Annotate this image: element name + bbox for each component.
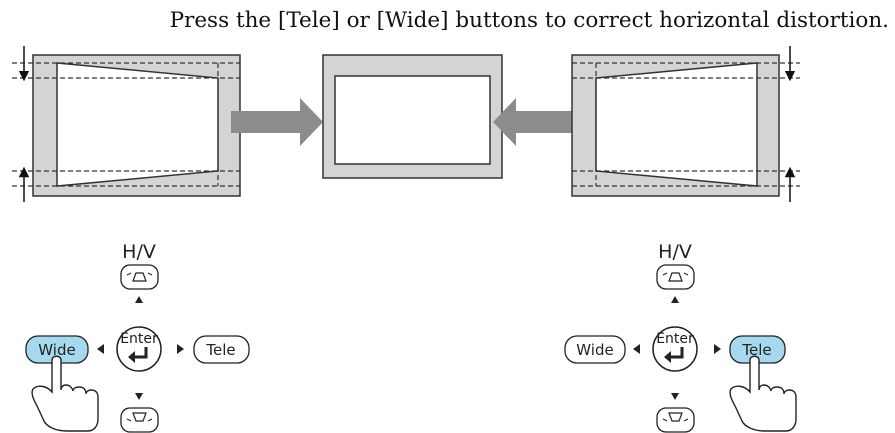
instruction-text: Press the [Tele] or [Wide] buttons to co… bbox=[169, 8, 889, 33]
right-distorted-screen bbox=[571, 46, 800, 202]
svg-text:Enter: Enter bbox=[656, 331, 694, 347]
right-arrow-icon bbox=[714, 344, 721, 354]
pressing-hand-icon bbox=[729, 355, 797, 432]
down-arrow-icon bbox=[671, 393, 679, 400]
left-distorted-screen bbox=[12, 46, 241, 202]
up-arrow-icon bbox=[671, 296, 679, 303]
pressing-hand-icon bbox=[31, 355, 99, 432]
svg-text:Tele: Tele bbox=[741, 341, 771, 359]
up-arrow-icon bbox=[135, 296, 143, 303]
arrow-right-icon bbox=[231, 98, 323, 146]
wide-button[interactable]: Wide bbox=[25, 335, 89, 364]
return-icon bbox=[134, 347, 148, 359]
enter-button[interactable]: Enter bbox=[652, 326, 698, 372]
keystone-down-button[interactable] bbox=[656, 407, 695, 433]
right-control-pad: H/V Enter Wide Tele bbox=[564, 241, 797, 433]
svg-text:Enter: Enter bbox=[120, 331, 158, 347]
hv-label: H/V bbox=[658, 241, 692, 263]
keystone-up-button[interactable] bbox=[656, 264, 695, 290]
svg-text:Tele: Tele bbox=[205, 341, 235, 359]
arrow-left-icon bbox=[493, 98, 585, 146]
left-arrow-icon bbox=[633, 344, 640, 354]
corrected-screen bbox=[322, 54, 503, 179]
left-arrow-icon bbox=[97, 344, 104, 354]
wide-button[interactable]: Wide bbox=[564, 335, 626, 364]
tele-button[interactable]: Tele bbox=[193, 335, 250, 364]
left-control-pad: H/V Enter Wide Tele bbox=[25, 241, 250, 433]
right-arrow-icon bbox=[177, 344, 184, 354]
tele-button[interactable]: Tele bbox=[729, 335, 786, 364]
svg-text:Wide: Wide bbox=[576, 341, 613, 359]
return-icon bbox=[670, 347, 684, 359]
keystone-up-button[interactable] bbox=[120, 264, 159, 290]
keystone-down-button[interactable] bbox=[120, 407, 159, 433]
svg-text:Wide: Wide bbox=[38, 341, 75, 359]
hv-label: H/V bbox=[122, 241, 156, 263]
enter-button[interactable]: Enter bbox=[116, 326, 162, 372]
down-arrow-icon bbox=[135, 393, 143, 400]
